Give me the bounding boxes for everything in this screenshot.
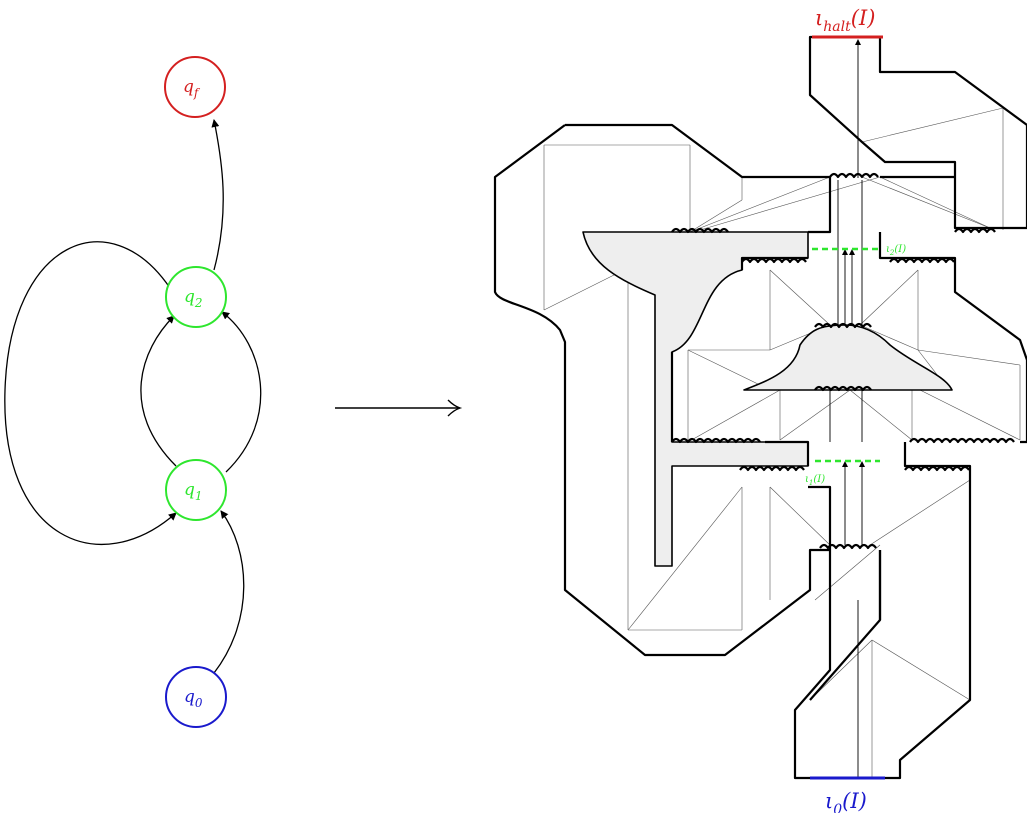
edge-q2-q1-loop bbox=[4, 241, 177, 546]
state-q2-circle bbox=[165, 266, 227, 328]
transform-arrow bbox=[335, 399, 463, 417]
edge-q2-qf bbox=[211, 119, 224, 271]
edge-q1-q2-right bbox=[221, 311, 262, 473]
flow-arrows bbox=[829, 39, 865, 778]
state-qf-label: qf bbox=[183, 77, 201, 100]
edge-q1-q2-left bbox=[140, 315, 177, 467]
edge-q0-q1 bbox=[213, 510, 245, 674]
serrated-edges bbox=[671, 172, 1015, 550]
obstacle-mound bbox=[743, 324, 953, 391]
gate2-label: ι2(I) bbox=[886, 244, 906, 257]
state-q2-label: q2 bbox=[184, 287, 203, 310]
state-q1-circle bbox=[165, 459, 227, 521]
triangulation-lines bbox=[543, 107, 1021, 778]
state-q1-label: q1 bbox=[184, 480, 203, 503]
outer-boundary bbox=[493, 35, 1027, 780]
obstacle-t-shape bbox=[582, 231, 809, 567]
state-q0[interactable]: q0 bbox=[165, 666, 227, 728]
state-q0-label: q0 bbox=[184, 687, 203, 710]
state-qf-circle bbox=[164, 56, 226, 118]
construction: ιhalt(I) ι0(I) ι2(I) ι1(I) bbox=[493, 6, 1027, 813]
state-q0-circle bbox=[165, 666, 227, 728]
state-qf[interactable]: qf bbox=[164, 56, 226, 118]
start-label: ι0(I) bbox=[825, 789, 867, 813]
gate1-label: ι1(I) bbox=[805, 474, 825, 487]
automaton-graph: qf q2 q1 q0 bbox=[4, 56, 262, 728]
state-q2[interactable]: q2 bbox=[165, 266, 227, 328]
halt-label: ιhalt(I) bbox=[815, 6, 875, 35]
state-q1[interactable]: q1 bbox=[165, 459, 227, 521]
